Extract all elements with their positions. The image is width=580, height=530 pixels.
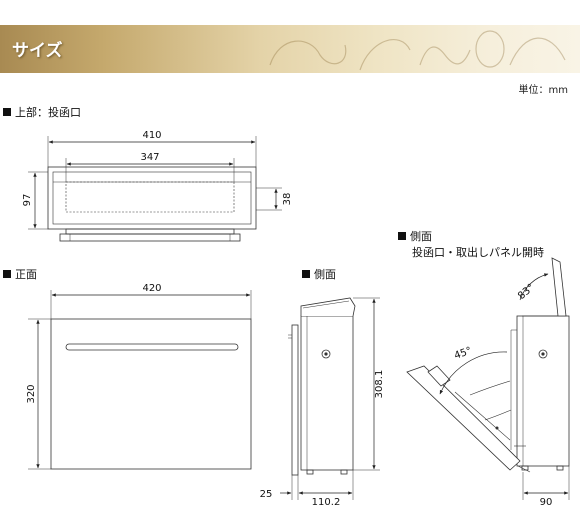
section-top-view-label: 上部：投函口: [3, 104, 81, 120]
lock-icon: [538, 349, 548, 359]
section-side-open-label: 側面 投函口・取出しパネル開時: [398, 229, 544, 261]
front-view-drawing: [28, 290, 252, 470]
side-open-dimensions: [439, 273, 569, 495]
side-view-drawing: [288, 297, 380, 500]
top-view-dimensions: [33, 140, 278, 229]
side-open-drawing: [406, 257, 570, 500]
dim-label-38: 38: [282, 193, 293, 206]
top-view-drawing: [28, 136, 282, 242]
front-view-label: 正面: [15, 268, 37, 281]
dim-label-45-deg: 45°: [453, 345, 473, 361]
unit-label: 単位：mm: [518, 85, 568, 96]
dim-label-320: 320: [26, 384, 37, 403]
lock-icon: [321, 349, 331, 359]
dim-label-420: 420: [142, 283, 161, 294]
section-title: サイズ: [12, 41, 63, 61]
section-front-view-label: 正面: [3, 266, 37, 282]
front-view-dimensions: [36, 293, 251, 469]
damask-ornament: [269, 30, 566, 71]
dim-label-308-1: 308.1: [374, 370, 385, 399]
dim-label-347: 347: [140, 152, 159, 163]
dim-label-110-2: 110.2: [312, 497, 341, 508]
dim-label-83-deg: 83°: [516, 282, 537, 302]
side-open-subtitle: 投函口・取出しパネル開時: [412, 246, 544, 259]
square-bullet-icon: [302, 270, 310, 278]
angle-arc-45: [439, 351, 508, 395]
header-banner: サイズ: [0, 25, 580, 73]
side-view-dimensions: [280, 298, 376, 495]
top-view-label: 上部：投函口: [15, 106, 81, 119]
square-bullet-icon: [398, 232, 406, 240]
dim-label-25: 25: [260, 489, 273, 500]
square-bullet-icon: [3, 108, 11, 116]
dim-label-90: 90: [540, 497, 553, 508]
section-side-view-label: 側面: [302, 266, 336, 282]
side-open-title: 側面: [410, 230, 432, 243]
side-view-label: 側面: [314, 268, 336, 281]
square-bullet-icon: [3, 270, 11, 278]
dim-label-97: 97: [22, 194, 33, 207]
dim-label-410: 410: [142, 130, 161, 141]
angle-arc-83: [519, 273, 549, 301]
